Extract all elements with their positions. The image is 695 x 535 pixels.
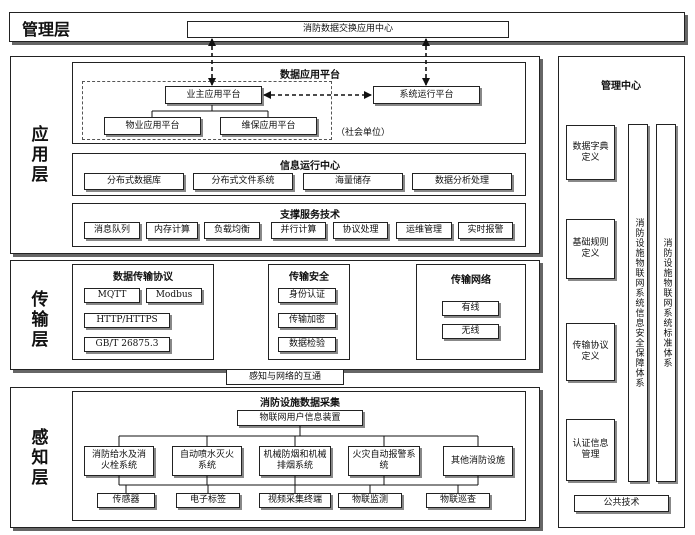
system-fire-alarm: 火灾自动报警系统	[348, 446, 420, 476]
protocols-title: 数据传输协议	[113, 272, 173, 283]
sensor-box: 传感器	[97, 493, 155, 508]
interconnect-box: 感知与网络的互通	[226, 369, 344, 385]
iot-patrol-box: 物联巡查	[426, 493, 490, 508]
management-layer-label: 管理层	[22, 20, 71, 39]
def-base-rules: 基础规则定义	[566, 219, 615, 279]
perception-layer-label: 感知层	[31, 428, 49, 488]
system-other: 其他消防设施	[443, 446, 513, 476]
social-unit-label: （社会单位）	[336, 128, 391, 138]
info-center-item-storage: 海量储存	[303, 173, 403, 190]
standard-system-column: 消防设施物联网系统标准体系	[656, 124, 676, 482]
system-sprinkler: 自动喷水灭火系统	[172, 446, 242, 476]
protocol-http: HTTP/HTTPS	[84, 313, 170, 328]
support-item-protocol: 协议处理	[333, 222, 388, 239]
network-item-wireless: 无线	[442, 324, 499, 339]
support-item-parallel: 并行计算	[271, 222, 326, 239]
data-platform-title: 数据应用平台	[280, 70, 340, 81]
system-smoke-control: 机械防烟和机械排烟系统	[259, 446, 331, 476]
protocol-mqtt: MQTT	[84, 288, 140, 303]
security-item-auth: 身份认证	[278, 288, 336, 303]
def-data-dictionary: 数据字典定义	[566, 125, 615, 180]
management-center-title: 管理中心	[601, 81, 641, 92]
info-center-item-analysis: 数据分析处理	[412, 173, 512, 190]
property-platform-box: 物业应用平台	[104, 117, 201, 135]
exchange-center-box: 消防数据交换应用中心	[187, 21, 509, 38]
info-center-title: 信息运行中心	[280, 161, 340, 172]
user-info-device-box: 物联网用户信息装置	[237, 410, 363, 426]
support-item-balance: 负载均衡	[204, 222, 260, 239]
support-title: 支撑服务技术	[280, 210, 340, 221]
support-item-memory: 内存计算	[146, 222, 198, 239]
rfid-tag-box: 电子标签	[176, 493, 240, 508]
security-item-encrypt: 传输加密	[278, 313, 336, 328]
transport-layer-label: 传输层	[31, 290, 49, 350]
security-title: 传输安全	[289, 272, 329, 283]
iot-monitor-box: 物联监测	[338, 493, 402, 508]
owner-platform-box: 业主应用平台	[165, 86, 262, 104]
protocol-gbt: GB/T 26875.3	[84, 337, 170, 352]
support-item-ops: 运维管理	[396, 222, 452, 239]
system-platform-box: 系统运行平台	[373, 86, 480, 104]
def-transport-protocol: 传输协议定义	[566, 323, 615, 381]
support-item-queue: 消息队列	[84, 222, 140, 239]
video-terminal-box: 视频采集终端	[259, 493, 331, 508]
application-layer-label: 应用层	[31, 125, 49, 185]
network-title: 传输网络	[451, 275, 491, 286]
public-tech-box: 公共技术	[574, 495, 669, 512]
security-item-verify: 数据检验	[278, 337, 336, 352]
perception-title: 消防设施数据采集	[260, 398, 340, 409]
social-unit-dashed-box	[82, 81, 332, 140]
info-center-item-database: 分布式数据库	[84, 173, 184, 190]
network-item-wired: 有线	[442, 301, 499, 316]
security-system-column: 消防设施物联网系统信息安全保障体系	[628, 124, 648, 482]
support-item-alarm: 实时报警	[458, 222, 513, 239]
system-hydrant: 消防给水及消火栓系统	[84, 446, 154, 476]
def-auth-info: 认证信息管理	[566, 419, 615, 481]
info-center-item-filesystem: 分布式文件系统	[193, 173, 293, 190]
maintenance-platform-box: 维保应用平台	[220, 117, 317, 135]
protocol-modbus: Modbus	[146, 288, 202, 303]
